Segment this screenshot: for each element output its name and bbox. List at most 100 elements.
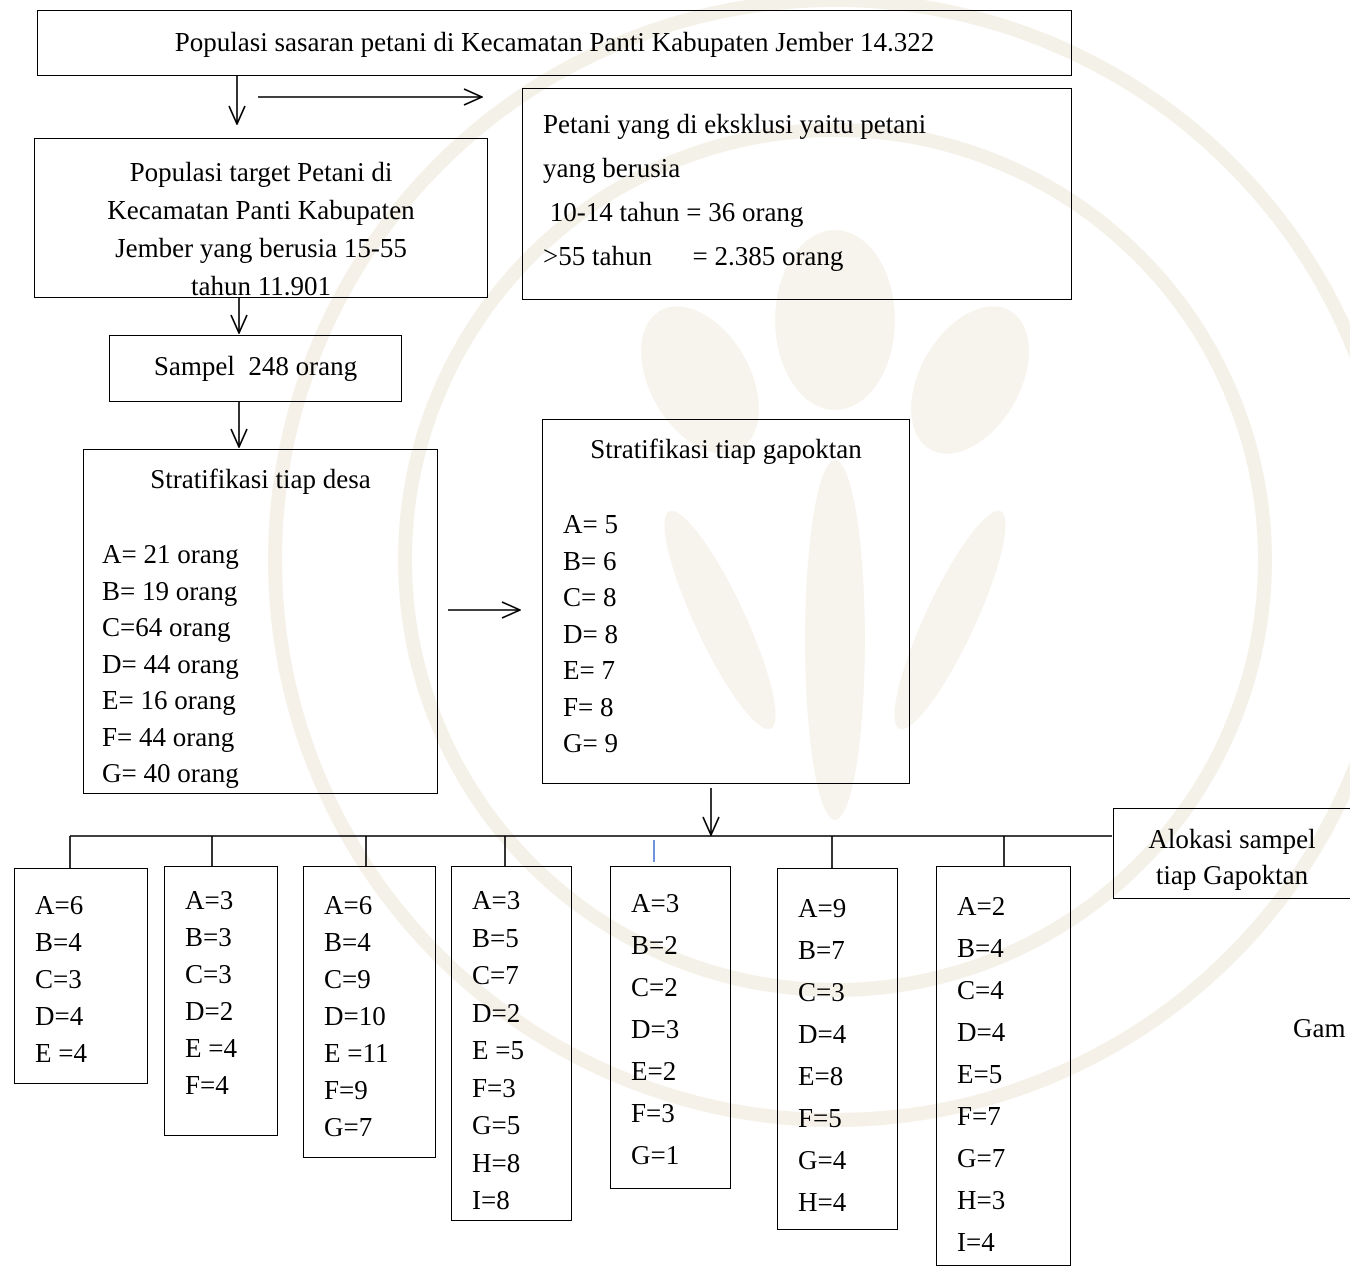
allocation-item: B=4: [957, 933, 1004, 963]
gapoktan-item: A= 5: [563, 509, 618, 539]
allocation-item: B=2: [631, 930, 678, 960]
sample-box: Sampel 248 orang: [109, 335, 402, 402]
allocation-label-line: Alokasi sampel: [1148, 824, 1316, 854]
allocation-item: G=4: [798, 1145, 847, 1175]
allocation-item: C=3: [798, 977, 845, 1007]
allocation-item: E=8: [798, 1061, 844, 1091]
allocation-item: F=4: [185, 1070, 229, 1100]
gapoktan-item: B= 6: [563, 545, 617, 576]
allocation-item: E=5: [957, 1059, 1003, 1089]
allocation-label-line: tiap Gapoktan: [1155, 860, 1309, 890]
village-item: C=64 orang: [102, 612, 231, 642]
allocation-item: C=2: [631, 972, 678, 1002]
allocation-item: A=3: [631, 888, 680, 918]
eligible-population-lines: Populasi target Petani di Kecamatan Pant…: [35, 153, 487, 298]
allocation-item: H=4: [798, 1187, 847, 1217]
allocation-item: F=9: [324, 1075, 368, 1105]
allocation-item: F=5: [798, 1103, 842, 1133]
allocation-item: F=3: [472, 1072, 516, 1103]
gapoktan-items: A= 5 B= 6 C= 8 D= 8 E= 7 F= 8 G= 9: [563, 506, 618, 762]
village-item: A= 21 orang: [102, 539, 239, 569]
gapoktan-stratification-box: Stratifikasi tiap gapoktan A= 5 B= 6 C= 8 D…: [542, 419, 910, 784]
allocation-item: F=3: [631, 1098, 675, 1128]
exclusion-box: Petani yang di eksklusi yaitu petani yan…: [522, 88, 1072, 300]
gapoktan-item: G= 9: [563, 728, 618, 758]
gapoktan-item: E= 7: [563, 655, 615, 685]
allocation-item: A=6: [324, 890, 373, 920]
allocation-item: H=3: [957, 1185, 1006, 1215]
allocation-item: D=10: [324, 1001, 386, 1031]
allocation-item: E =4: [185, 1033, 237, 1063]
allocation-item: H=8: [472, 1147, 521, 1178]
exclusion-line: 10-14 tahun = 36 orang: [543, 197, 804, 227]
exclusion-line: Petani yang di eksklusi yaitu petani: [543, 109, 927, 139]
allocation-item: C=7: [472, 960, 519, 990]
eligible-line: Kecamatan Panti Kabupaten: [107, 195, 415, 225]
allocation-item: C=3: [35, 964, 82, 994]
allocation-item: G=7: [957, 1143, 1006, 1173]
allocation-item: F=7: [957, 1101, 1001, 1131]
allocation-item: D=4: [798, 1019, 847, 1049]
allocation-item: G=7: [324, 1112, 373, 1142]
gapoktan-item: C= 8: [563, 582, 617, 612]
village-item: E= 16 orang: [102, 685, 236, 715]
allocation-item: D=2: [472, 997, 521, 1028]
allocation-label-box: Alokasi sampel tiap Gapoktan: [1113, 808, 1350, 899]
allocation-item: C=3: [185, 959, 232, 989]
exclusion-line: yang berusia: [543, 153, 681, 183]
allocation-item: B=3: [185, 922, 232, 952]
gapoktan-item: F= 8: [563, 691, 614, 722]
allocation-item: I=4: [957, 1227, 995, 1257]
allocation-item: D=2: [185, 996, 234, 1026]
eligible-population-box: Populasi target Petani di Kecamatan Pant…: [34, 138, 488, 298]
allocation-item: E =11: [324, 1038, 389, 1068]
exclusion-line: >55 tahun = 2.385 orang: [543, 241, 844, 271]
allocation-item: C=9: [324, 964, 371, 994]
allocation-item: D=4: [957, 1017, 1006, 1047]
allocation-item: A=3: [185, 885, 234, 915]
allocation-item: E=2: [631, 1056, 677, 1086]
allocation-item: E =4: [35, 1038, 87, 1068]
allocation-item: D=3: [631, 1014, 680, 1044]
village-item: F= 44 orang: [102, 721, 235, 752]
allocation-item: C=4: [957, 975, 1004, 1005]
allocation-item: B=5: [472, 922, 519, 953]
allocation-item: B=7: [798, 935, 845, 965]
eligible-line: Jember yang berusia 15-55: [115, 233, 407, 263]
allocation-item: I=8: [472, 1185, 510, 1215]
sample-text: Sampel 248 orang: [153, 351, 358, 381]
village-item: G= 40 orang: [102, 758, 239, 788]
village-stratification-title: Stratifikasi tiap desa: [150, 464, 371, 494]
allocation-item: D=4: [35, 1001, 84, 1031]
allocation-item: B=4: [324, 927, 371, 957]
gapoktan-stratification-title: Stratifikasi tiap gapoktan: [590, 434, 862, 464]
allocation-item: E =5: [472, 1035, 524, 1065]
target-population-text: Populasi sasaran petani di Kecamatan Pan…: [174, 27, 935, 57]
eligible-line: Populasi target Petani di: [129, 157, 393, 187]
cutoff-caption: Gam: [1293, 1013, 1346, 1043]
allocation-item: A=9: [798, 893, 847, 923]
eligible-line: tahun 11.901: [191, 271, 331, 298]
gapoktan-item: D= 8: [563, 618, 618, 649]
allocation-item: A=6: [35, 890, 84, 920]
allocation-label-lines: Alokasi sampel tiap Gapoktan: [1114, 821, 1350, 893]
allocation-item: A=2: [957, 891, 1006, 921]
allocation-item: G=1: [631, 1140, 680, 1170]
allocation-item: B=4: [35, 927, 82, 957]
allocation-item: A=3: [472, 885, 521, 915]
allocation-item: G=5: [472, 1110, 521, 1140]
exclusion-lines: Petani yang di eksklusi yaitu petani yan…: [543, 102, 926, 278]
